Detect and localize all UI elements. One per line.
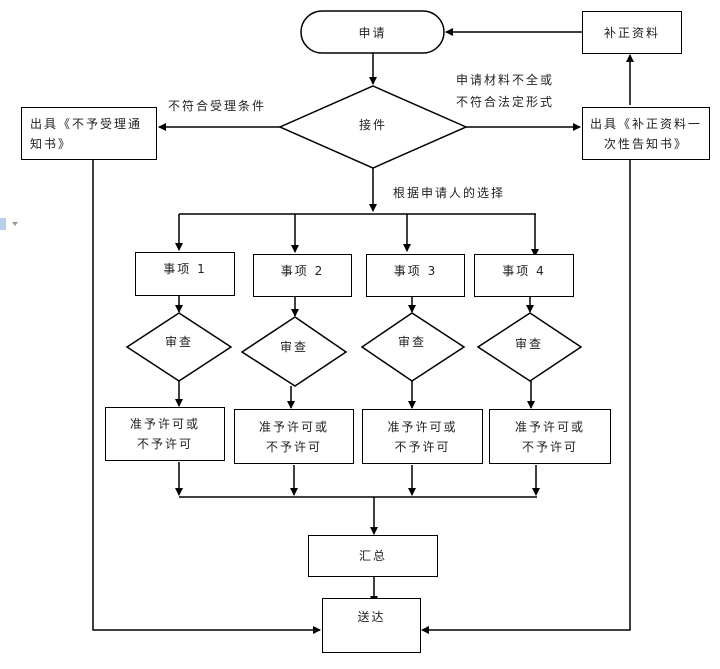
supplement-notice-node: 出具《补正资料一次性告知书》 — [582, 107, 710, 160]
decision-line1: 准予许可或 — [258, 419, 329, 434]
decision-2-node: 准予许可或 不予许可 — [234, 409, 354, 464]
deliver-node: 送达 — [322, 598, 421, 653]
summary-node: 汇总 — [308, 535, 438, 577]
review-4-node: 审查 — [514, 337, 543, 351]
review-3-node: 审查 — [397, 335, 426, 349]
incomplete-materials-label-line1: 申请材料不全或 — [456, 73, 555, 87]
not-meet-conditions-label: 不符合受理条件 — [168, 99, 267, 113]
item-1-node: 事项 1 — [135, 252, 235, 296]
apply-node: 申请 — [358, 26, 387, 40]
decision-1-node: 准予许可或 不予许可 — [105, 407, 225, 461]
review-diamond-2-shape — [240, 316, 348, 387]
decision-line2: 不予许可 — [136, 437, 193, 451]
decision-line2: 不予许可 — [265, 439, 322, 454]
item-3-node: 事项 3 — [366, 254, 465, 297]
supplement-node: 补正资料 — [582, 11, 682, 54]
decision-line1: 准予许可或 — [387, 419, 458, 434]
reject-notice-node: 出具《不予受理通知书》 — [21, 107, 157, 160]
decision-4-node: 准予许可或 不予许可 — [489, 409, 611, 464]
supplement-notice-text: 出具《补正资料一次性告知书》 — [590, 116, 703, 151]
applicant-choice-label: 根据申请人的选择 — [393, 186, 506, 200]
review-diamond-4-shape — [476, 312, 583, 382]
accept-node: 接件 — [358, 118, 387, 132]
decision-3-node: 准予许可或 不予许可 — [362, 409, 483, 464]
decision-line1: 准予许可或 — [514, 419, 585, 434]
decision-line2: 不予许可 — [521, 439, 578, 454]
item-4-node: 事项 4 — [474, 254, 574, 297]
incomplete-materials-label-line2: 不符合法定形式 — [456, 95, 555, 109]
review-2-node: 审查 — [279, 340, 308, 354]
reject-notice-text: 出具《不予受理通知书》 — [30, 116, 143, 151]
item-2-node: 事项 2 — [253, 254, 352, 297]
review-1-node: 审查 — [164, 335, 193, 349]
dropdown-arrow-icon — [12, 222, 18, 226]
decision-line1: 准予许可或 — [129, 417, 200, 431]
decision-line2: 不予许可 — [394, 439, 451, 454]
clipboard-icon — [0, 218, 6, 230]
